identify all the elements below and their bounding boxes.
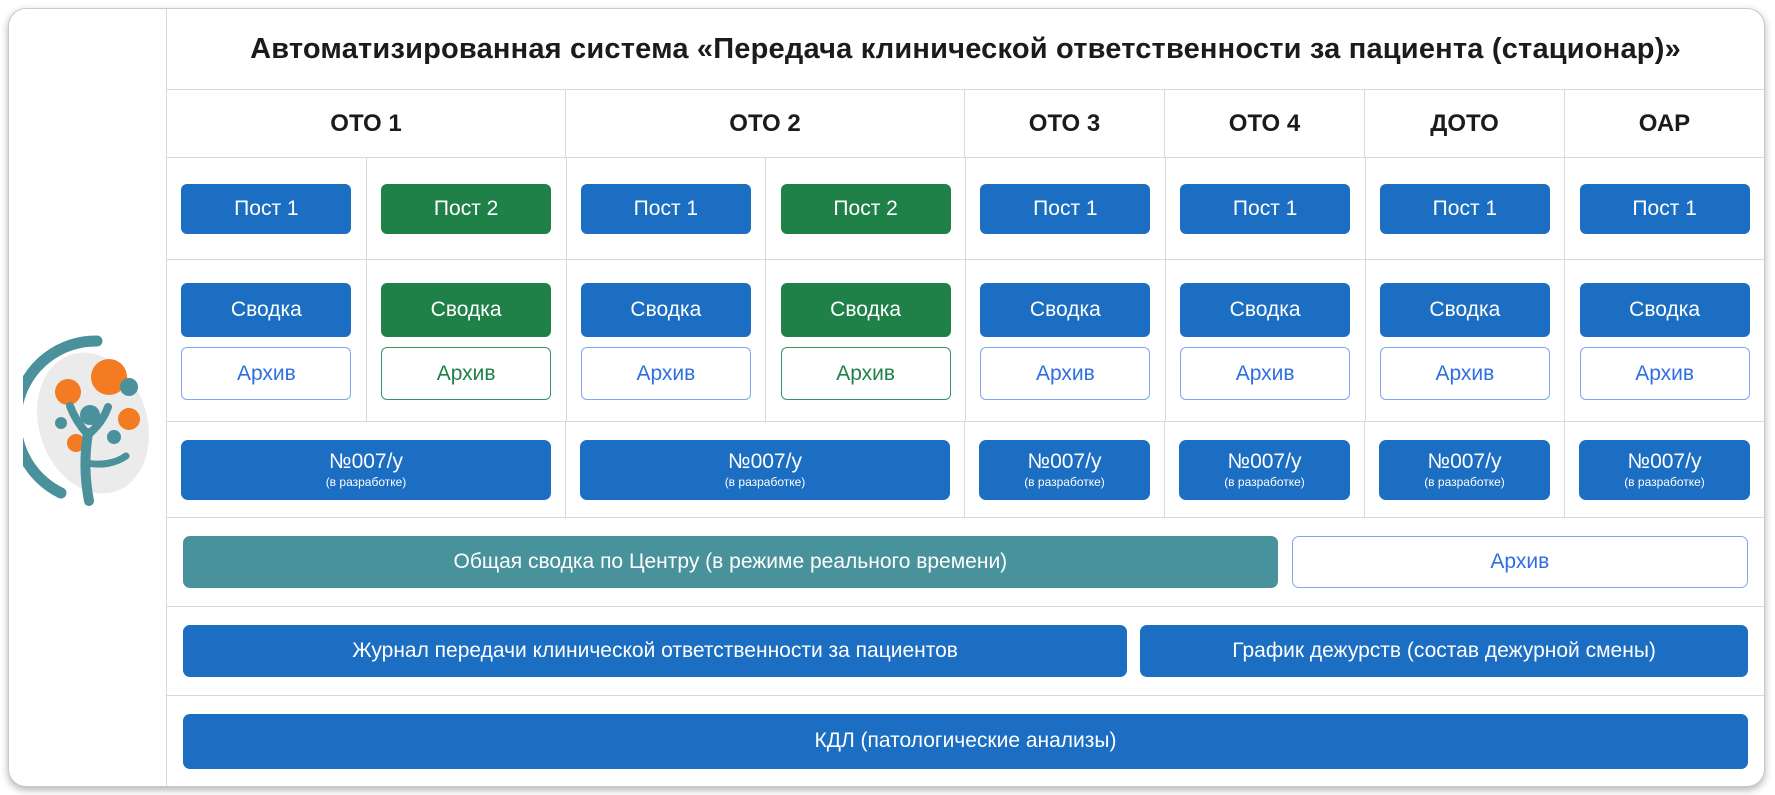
arhiv-button-oto1-2[interactable]: Архив [381,347,552,400]
form007-label: №007/у [728,449,802,473]
form007-cell: №007/у (в разработке) [167,422,566,517]
svodka-button-oto2-2[interactable]: Сводка [780,283,951,337]
main-panel: Автоматизированная система «Передача кли… [8,8,1765,787]
post-cell: Пост 1 [1166,158,1366,259]
form007-label: №007/у [1227,449,1302,473]
post-cell: Пост 1 [966,158,1166,259]
form007-cell: №007/у (в разработке) [566,422,965,517]
arhiv-button-oto2-1[interactable]: Архив [580,347,751,400]
form007-row: №007/у (в разработке) №007/у (в разработ… [167,422,1764,518]
form007-button-oto2[interactable]: №007/у (в разработке) [580,439,950,500]
form007-button-oto1[interactable]: №007/у (в разработке) [181,439,551,500]
svodka-button-doto[interactable]: Сводка [1379,283,1550,337]
content-area: Автоматизированная система «Передача кли… [167,9,1764,786]
svodka-button-oto2-1[interactable]: Сводка [580,283,751,337]
form007-note: (в разработке) [1024,474,1105,489]
arhiv-button-oto2-2[interactable]: Архив [780,347,951,400]
form007-cell: №007/у (в разработке) [1565,422,1764,517]
summary-cell: Сводка Архив [367,260,567,421]
arhiv-button-oto4[interactable]: Архив [1180,347,1351,400]
post-cell: Пост 1 [567,158,767,259]
department-header-oto1: ОТО 1 [167,90,566,157]
form007-label: №007/у [1427,449,1502,473]
kdl-button[interactable]: КДЛ (патологические анализы) [183,713,1748,769]
arhiv-button-oto3[interactable]: Архив [980,347,1151,400]
form007-cell: №007/у (в разработке) [1365,422,1565,517]
form007-label: №007/у [1627,449,1702,473]
post-button-oto1-1[interactable]: Пост 1 [181,183,352,234]
form007-cell: №007/у (в разработке) [965,422,1165,517]
arhiv-button-oto1-1[interactable]: Архив [181,347,352,400]
logo-column [9,9,167,786]
svodka-button-oto4[interactable]: Сводка [1180,283,1351,337]
summary-cell: Сводка Архив [966,260,1166,421]
post-button-oar-1[interactable]: Пост 1 [1579,183,1750,234]
post-button-oto3-1[interactable]: Пост 1 [980,183,1151,234]
post-button-oto2-1[interactable]: Пост 1 [580,183,751,234]
handover-journal-button[interactable]: Журнал передачи клинической ответственно… [183,625,1128,677]
svodka-button-oto1-1[interactable]: Сводка [181,283,352,337]
post-cell: Пост 1 [1565,158,1764,259]
post-button-oto2-2[interactable]: Пост 2 [780,183,951,234]
form007-note: (в разработке) [1424,474,1505,489]
form007-note: (в разработке) [325,474,407,489]
department-header-doto: ДОТО [1365,90,1565,157]
department-header-oar: ОАР [1638,109,1691,137]
summary-cell: Сводка Архив [1166,260,1366,421]
duty-schedule-button[interactable]: График дежурств (состав дежурной смены) [1140,625,1748,677]
department-header-oto2: ОТО 2 [566,90,965,157]
summary-cell: Сводка Архив [567,260,767,421]
form007-label: №007/у [1027,449,1102,473]
post-buttons-row: Пост 1 Пост 2 Пост 1 Пост 2 Пост 1 Пост … [167,158,1764,260]
form007-button-oar[interactable]: №007/у (в разработке) [1579,439,1750,500]
summary-cell: Сводка Архив [1366,260,1566,421]
center-archive-button[interactable]: Архив [1291,536,1748,588]
post-cell: Пост 1 [167,158,367,259]
post-cell: Пост 2 [766,158,966,259]
arhiv-button-doto[interactable]: Архив [1379,347,1550,400]
department-header-oto4: ОТО 4 [1165,90,1365,157]
post-cell: Пост 1 [1366,158,1566,259]
post-button-oto4-1[interactable]: Пост 1 [1180,183,1351,234]
summary-cell: Сводка Архив [766,260,966,421]
post-cell: Пост 2 [367,158,567,259]
journal-schedule-row: Журнал передачи клинической ответственно… [167,607,1764,696]
department-header-row: ОТО 1 ОТО 2 ОТО 3 ОТО 4 ДОТО ОАР [167,90,1764,158]
form007-note: (в разработке) [1624,474,1705,489]
svodka-button-oto1-2[interactable]: Сводка [381,283,552,337]
kdl-row: КДЛ (патологические анализы) [167,696,1764,786]
arhiv-button-oar[interactable]: Архив [1579,347,1750,400]
form007-note: (в разработке) [724,474,806,489]
summary-cell: Сводка Архив [167,260,367,421]
form007-button-oto4[interactable]: №007/у (в разработке) [1179,439,1350,500]
form007-button-doto[interactable]: №007/у (в разработке) [1379,439,1550,500]
summary-archive-row: Сводка Архив Сводка Архив Сводка Архив С… [167,260,1764,422]
page-title: Автоматизированная система «Передача кли… [167,9,1764,90]
clinic-tree-logo-icon [22,334,149,506]
svodka-button-oar[interactable]: Сводка [1579,283,1750,337]
svodka-button-oto3[interactable]: Сводка [980,283,1151,337]
center-summary-row: Общая сводка по Центру (в режиме реально… [167,518,1764,607]
summary-cell: Сводка Архив [1565,260,1764,421]
form007-button-oto3[interactable]: №007/у (в разработке) [979,439,1150,500]
post-button-oto1-2[interactable]: Пост 2 [381,183,552,234]
department-header-oto3: ОТО 3 [965,90,1165,157]
form007-cell: №007/у (в разработке) [1165,422,1365,517]
center-summary-button[interactable]: Общая сводка по Центру (в режиме реально… [183,536,1278,588]
form007-label: №007/у [329,449,403,473]
post-button-doto-1[interactable]: Пост 1 [1379,183,1550,234]
form007-note: (в разработке) [1224,474,1305,489]
